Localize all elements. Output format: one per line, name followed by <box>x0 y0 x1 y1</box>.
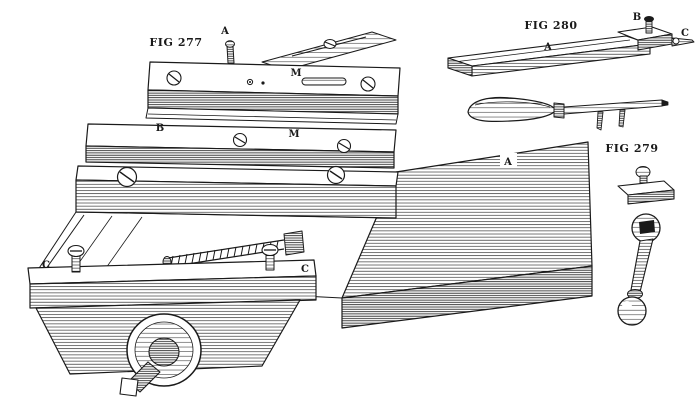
fig-277-illustration <box>27 31 593 397</box>
clamp-side-screw <box>671 37 695 47</box>
crank-disc <box>119 313 202 397</box>
lower-carriage <box>27 243 317 397</box>
carriage-bar-front-face <box>29 275 317 309</box>
figure-labels: FIG 277 A M B M A C C FIG 280 A B C FIG … <box>42 12 689 275</box>
tool-rod-tip <box>661 99 669 107</box>
bar-left-end-face <box>447 57 473 77</box>
plate-slot <box>301 77 347 86</box>
tool-ferrule <box>553 102 565 119</box>
label-plate-m: M <box>290 68 301 79</box>
block-upper-front-face <box>85 145 395 169</box>
label-block-m: M <box>288 129 299 140</box>
tool-handle <box>467 96 557 123</box>
tool-peg-right <box>618 109 626 128</box>
label-screw-c: C <box>681 28 689 39</box>
plate-dot <box>261 81 265 85</box>
crank-square-hole <box>639 220 655 234</box>
fig-279-caption: FIG 279 <box>605 142 658 155</box>
label-screw-b: B <box>633 12 641 23</box>
clamp-screw-left <box>67 244 85 273</box>
tool-rod <box>563 99 663 115</box>
screw-bracket <box>283 230 305 256</box>
crank-hub <box>148 337 180 367</box>
label-backing <box>500 153 517 167</box>
label-base-a: A <box>503 157 512 168</box>
label-bar-a: A <box>543 42 552 53</box>
top-plate <box>147 40 401 115</box>
label-pin-a: A <box>220 26 229 37</box>
gib-strip <box>145 107 399 125</box>
fitting-base-front <box>627 189 675 205</box>
base-plate-front-face <box>341 265 593 329</box>
crank-ball <box>617 296 647 326</box>
crank-shaft-end <box>119 377 139 397</box>
label-clamp-c-right: C <box>301 264 309 275</box>
vise-block <box>75 123 399 219</box>
fig-279-illustration <box>617 166 675 326</box>
fig-280-caption: FIG 280 <box>524 19 577 32</box>
label-clamp-c-left: C <box>42 260 50 271</box>
clamp-vertical-screw <box>644 16 654 34</box>
base-plate <box>341 141 593 329</box>
crank-handle <box>617 213 661 326</box>
crank-shaft <box>630 238 654 293</box>
tool-peg-left <box>596 111 604 131</box>
upper-slide-arm <box>261 31 397 71</box>
label-gib-b: B <box>156 123 164 134</box>
bar-clamp <box>617 16 695 51</box>
small-block-fitting <box>617 166 675 205</box>
fig-280-illustration <box>447 16 695 77</box>
index-pin <box>225 40 235 64</box>
block-lower-front-face <box>75 179 397 219</box>
hand-tool-illustration <box>467 96 669 131</box>
clamp-screw-right <box>261 243 279 271</box>
fig-277-caption: FIG 277 <box>149 36 202 49</box>
